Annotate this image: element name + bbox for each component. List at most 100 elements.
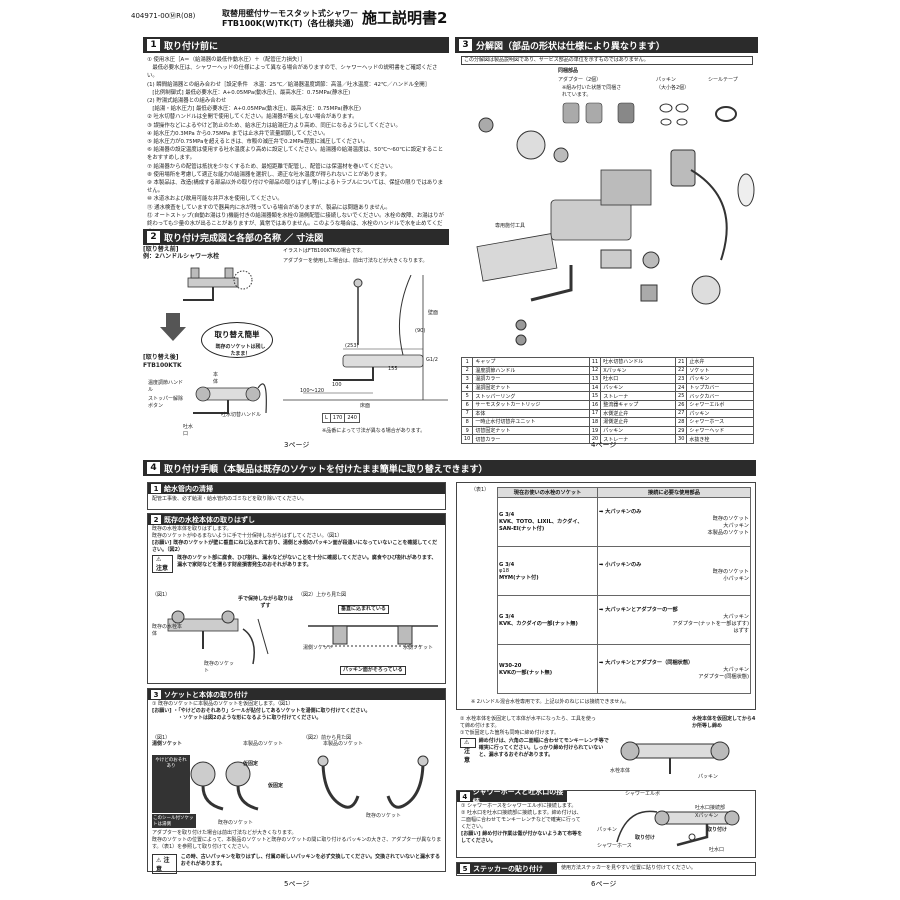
sticker-callout: やけどのおそれあり <box>152 755 190 813</box>
part-number: 29 <box>675 425 688 436</box>
part-number: 2 <box>460 365 474 376</box>
socket-thread: G 3/4 <box>499 561 515 568</box>
section-1-line: (2) 貯湯式給湯器との組み合わせ <box>147 98 227 105</box>
after-label: [取り替え後] <box>143 354 179 361</box>
fig2-illustration <box>308 625 438 647</box>
section-1-line: [比例制御式] 最低必要水圧：A+0.05MPa(動水圧)、最高水圧：0.75M… <box>147 89 351 96</box>
exploded-note: この分解図は製品説明図であり、サービス部品の単位を示すものではありません。 <box>461 56 753 65</box>
section-1-line: [給湯・給水圧力] 最低必要水圧：A+0.05MPa(動水圧)、最高水圧：0.7… <box>147 106 362 113</box>
step-3-header: 3 ソケットと本体の取り付け <box>148 689 445 700</box>
label-switch-handle: 吐水切替ハンドル <box>221 412 262 418</box>
section-1-line: ③ 誤操作などによるやけど防止のため、給水圧力は給湯圧力より高め、同圧になるよう… <box>147 122 401 129</box>
existing-socket-label: 既存のソケット <box>218 820 254 826</box>
step-3-2-illustration <box>620 741 730 774</box>
part-name: パッキン <box>686 374 754 384</box>
arrow-right-icon: ➡ <box>599 561 606 568</box>
step-2-request: [お願い] 既存のソケットが壁に垂直にねじ込まれており、湯側と水側のパッキン面が… <box>152 540 438 553</box>
part-name: 水側逆止弁 <box>600 408 677 419</box>
part-number: 17 <box>588 408 602 419</box>
required-parts: 大パッキンとアダプター（同梱状態） <box>605 659 694 666</box>
section-title: 分解図（部品の形状は仕様により異なります） <box>476 41 665 52</box>
step-5-header: 5 ステッカーの貼り付け <box>457 863 557 874</box>
page-number: 4ページ <box>591 441 617 449</box>
fig2-label: （図2）前から見た図 <box>303 735 352 741</box>
part-number: 21 <box>675 357 688 367</box>
required-parts: 大パッキンのみ <box>605 509 642 515</box>
parts-cell: ➡ 大パッキンのみ既存のソケット大パッキン本製品のソケット <box>597 497 751 547</box>
part-name: 切替固定ナット <box>472 425 590 436</box>
part-note: アダプター(ナットを一部はずす) <box>672 621 749 627</box>
illust-note: イラストはFTB100KTKの場合です。 <box>283 248 366 254</box>
part-name: ソケット <box>686 365 754 376</box>
section-1-line: ② 吐水切替ハンドルは全開で使用してください。給湯器が着火しない場合があります。 <box>147 114 358 121</box>
part-name: サーモスタットカートリッジ <box>472 399 590 410</box>
part-name: パッキン <box>686 408 754 419</box>
bundle-packing-count: （大小各2個） <box>656 85 690 91</box>
product-name: 取替用壁付サーモスタット式シャワー FTB100K(W)TK(T)（各仕様共通） <box>222 9 358 29</box>
arrow-right-icon: ➡ <box>599 509 606 515</box>
part-number: 24 <box>675 382 688 393</box>
section-1-line: ④ 給水圧力0.3MPa から0.75MPa までは止水弁で流量調節してください… <box>147 130 329 137</box>
existing-body-label: 既存の水栓本体 <box>152 624 183 637</box>
part-name: 湯側逆止弁 <box>600 417 677 427</box>
step-2-caution: ⚠ 注意 既存のソケット部に腐食、ひび割れ、漏水などがないことを十分に確認してく… <box>148 554 445 574</box>
part-name: 吐水切替ハンドル <box>600 357 677 367</box>
fig1-label: （図1） <box>152 735 171 741</box>
down-arrow-icon <box>160 313 186 341</box>
page-number: 3ページ <box>284 441 310 449</box>
seal-note: このシール付ソケットは湯側 <box>152 814 196 828</box>
part-number: 4 <box>460 382 474 393</box>
step-1-text: 配管工事後、必ず給湯・給水管内のゴミなどを取り除いてください。 <box>152 496 307 502</box>
part-number: 12 <box>588 365 602 376</box>
bundle-adapter-note: ※組み付いた状態で同梱されています。 <box>562 85 622 98</box>
temp-fix-label: 仮固定 <box>243 761 259 767</box>
part-name: 本体 <box>472 408 590 419</box>
step-3: 3 ソケットと本体の取り付け ① 既存のソケットに本製品のソケットを仮固定します… <box>147 688 446 874</box>
arrow-right-icon: ➡ <box>599 659 606 666</box>
part-name: 吐水口 <box>600 374 677 384</box>
part-number: 27 <box>675 408 688 419</box>
part-note: 既存のソケット <box>712 568 749 575</box>
socket-makers: KVK、TOTO、LIXIL、カクダイ、SAN-EI(ナット付) <box>499 519 583 532</box>
spout-label: 吐水口 <box>709 847 725 853</box>
table-1-footnote: ※ 2ハンドル混合水栓専用です。上記以外のねじには接続できません。 <box>471 699 630 705</box>
step-3-request: [お願い] ・「やけどのおそれあり」シールが貼付してあるソケットを湯側に取り付け… <box>152 708 371 714</box>
part-name: キャップ <box>472 357 590 367</box>
caution-label: 注意 <box>464 748 471 764</box>
part-number: 11 <box>588 357 602 367</box>
step-number: 2 <box>151 515 161 524</box>
socket-makers: MYM(ナット付) <box>499 574 539 581</box>
temp-fix-label: 仮固定 <box>268 783 284 789</box>
step-3-text1: ① 既存のソケットに本製品のソケットを仮固定します。（図1） <box>152 701 294 707</box>
hot-socket-label: 湯側ソケット <box>303 645 334 651</box>
body-label: 水栓本体 <box>610 768 631 774</box>
step-4-request: [お願い] 締め付け作業は傷が付かないようあて布等をしてください。 <box>461 831 583 844</box>
socket-diameter: φ18 <box>499 567 510 574</box>
doc-code: 404971-00ⓂR(08) <box>131 12 196 20</box>
document-title: 施工説明書2 <box>362 9 448 27</box>
section-1-line: ⑩ 水道水および飲用可能な井戸水を使用してください。 <box>147 196 283 203</box>
caution-label: 注意 <box>156 565 169 572</box>
part-name: ストレーナ <box>600 391 677 401</box>
step-4-text2: ② 吐水口を吐水口接続部に接続します。締め付けは、二面幅に合わせてモンキーレンチ… <box>461 810 582 830</box>
section-1-line: ⑦ 給湯器からの配管は抵抗を少なくするため、最短距離で配管し、配管には保温材を巻… <box>147 163 396 170</box>
part-number: 22 <box>675 365 688 376</box>
section-title: 取り付け手順（本製品は既存のソケットを付けたまま簡単に取り替えできます） <box>164 464 488 475</box>
step-title: シャワーホースと吐水口の接続 <box>472 787 564 806</box>
page-number: 6ページ <box>591 880 617 888</box>
step-4-text1: ① シャワーホースをシャワーエルボに接続します。 <box>461 803 577 809</box>
special-tool-label: 専用施付工具 <box>495 223 526 229</box>
caution-label: 注意 <box>156 857 170 873</box>
part-note: はずす <box>733 628 749 634</box>
part-number: 28 <box>675 417 688 427</box>
